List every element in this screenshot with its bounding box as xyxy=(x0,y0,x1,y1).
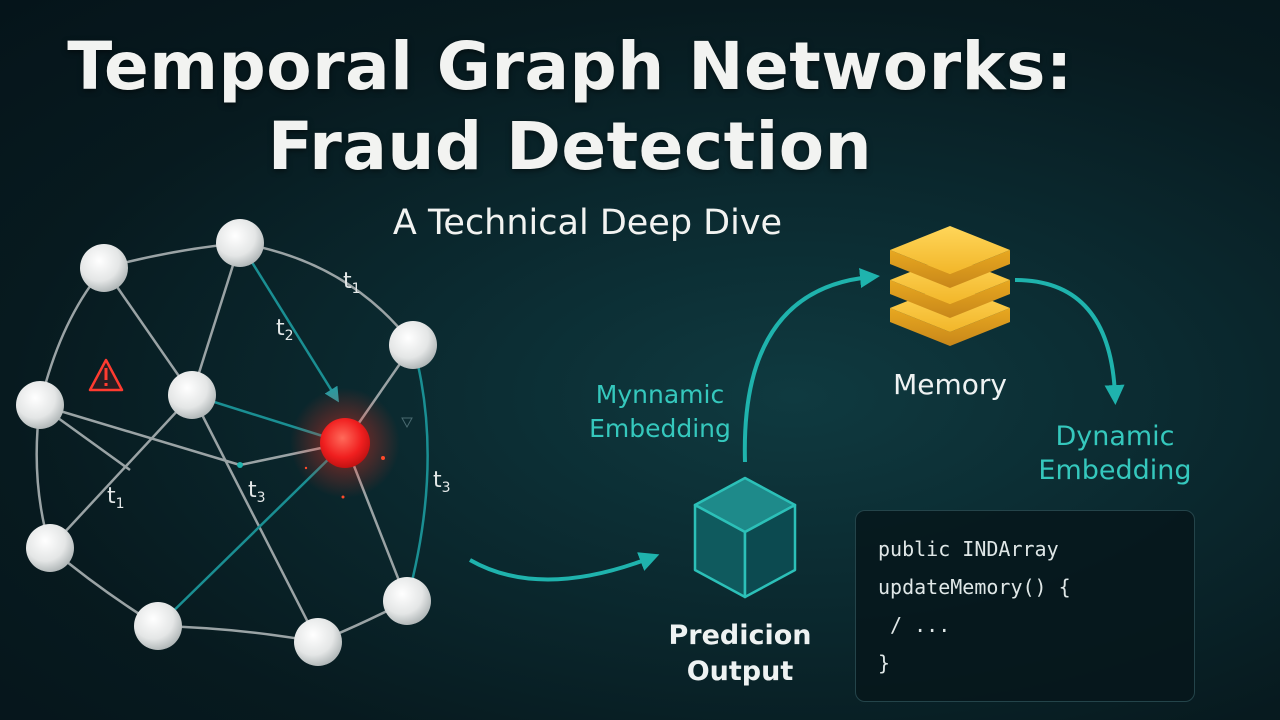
edge-label-t1-left: t1 xyxy=(107,484,125,512)
graph-to-cube-arrow xyxy=(469,552,660,582)
graph-node xyxy=(16,381,64,429)
graph-edge xyxy=(238,242,339,403)
graph-edge xyxy=(157,624,319,644)
graph-node xyxy=(294,618,342,666)
subtitle: A Technical Deep Dive xyxy=(392,203,783,243)
graph-edge xyxy=(239,241,414,346)
embedding-left-line-1: Mynnamic xyxy=(595,380,725,409)
graph-junction xyxy=(237,462,243,468)
edge-label-t1-top: t1 xyxy=(343,269,361,297)
embedding-left-line-2: Embedding xyxy=(589,414,731,443)
embedding-right-line-2: Embedding xyxy=(1038,455,1192,486)
graph-node xyxy=(389,321,437,369)
graph-edge xyxy=(49,394,193,549)
memory-to-embedding-arrow xyxy=(1014,278,1125,405)
graph-node xyxy=(216,219,264,267)
graph-node xyxy=(134,602,182,650)
prediction-line-2: Output xyxy=(686,656,794,687)
code-line: updateMemory() { xyxy=(878,575,1071,599)
spark-particles xyxy=(304,456,385,499)
graph-nodes xyxy=(16,219,437,666)
prediction-output-label: Predicion Output xyxy=(640,618,840,690)
memory-label: Memory xyxy=(893,368,1007,401)
title-line-2: Fraud Detection xyxy=(267,108,873,185)
memory-stack-icon xyxy=(890,226,1010,346)
graph-node xyxy=(383,577,431,625)
code-line: } xyxy=(878,651,891,675)
graph-edge xyxy=(405,344,429,602)
embedding-label-right: Dynamic Embedding xyxy=(1020,420,1210,488)
graph-edge xyxy=(102,267,194,396)
code-line: / ... xyxy=(878,613,951,637)
fraud-node xyxy=(320,418,370,468)
graph-edge xyxy=(190,394,320,643)
code-panel: public INDArray updateMemory() { / ... } xyxy=(855,510,1195,702)
code-line: public INDArray xyxy=(878,537,1059,561)
graph-node xyxy=(168,371,216,419)
embedding-label-left: Mynnamic Embedding xyxy=(565,378,755,446)
prediction-cube-icon xyxy=(693,476,797,599)
prediction-line-1: Predicion xyxy=(668,620,812,651)
warning-triangle-icon xyxy=(88,358,124,392)
edge-label-t3-right: t3 xyxy=(433,468,451,496)
cube-to-memory-arrow xyxy=(742,268,880,463)
graph-node xyxy=(80,244,128,292)
small-triangle-icon xyxy=(401,417,413,429)
graph-edge xyxy=(39,403,241,467)
edge-label-t3-center: t3 xyxy=(248,478,266,506)
embedding-right-line-1: Dynamic xyxy=(1055,421,1175,452)
graph-node xyxy=(26,524,74,572)
edge-label-t2: t2 xyxy=(276,316,294,344)
title-line-1: Temporal Graph Networks: xyxy=(67,28,1073,105)
graph-edge xyxy=(190,242,242,396)
